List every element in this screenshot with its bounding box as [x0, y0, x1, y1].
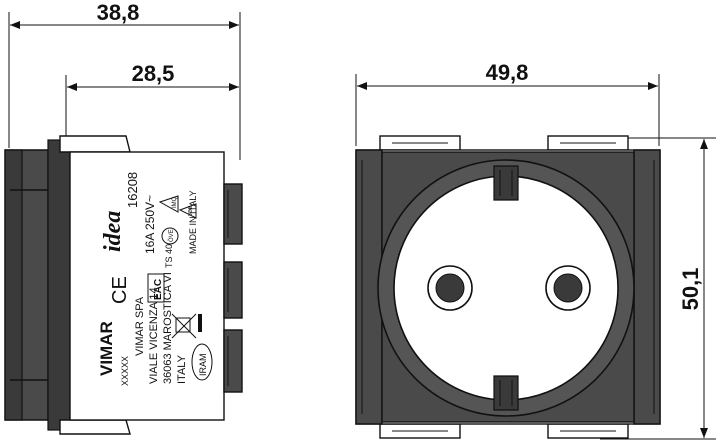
pin-hole-left	[427, 265, 473, 311]
rating-text: 16A 250V~	[143, 195, 157, 254]
eac-mark-box	[147, 273, 165, 303]
ove-mark: ÖVE	[168, 229, 175, 242]
address-line-2: VIALE VICENZA 14	[148, 287, 160, 384]
top-frame-tabs	[379, 135, 629, 151]
made-in-text: MADE IN ITALY	[188, 190, 198, 254]
dimension-overall-depth: 38,8	[8, 0, 241, 160]
address-line-1: VIMAR SPA	[134, 296, 146, 356]
rear-terminal-2	[223, 261, 243, 319]
width-value: 49,8	[486, 60, 529, 85]
address-line-4: ITALY	[176, 354, 188, 384]
side-clip-top	[59, 135, 131, 153]
right-rail	[633, 149, 661, 425]
rear-terminal-1	[223, 183, 243, 245]
series-logo-text: idea	[100, 211, 126, 252]
ce-mark: CE	[109, 276, 131, 304]
eac-mark: EAC	[153, 279, 164, 300]
imq-mark: IMQ	[172, 196, 178, 208]
ove-mark-icon	[161, 227, 179, 245]
side-body	[69, 151, 225, 421]
product-code: 16208	[125, 172, 140, 208]
side-view: VIMAR idea 16208 16A 250V~ TS 40 MADE IN…	[4, 135, 243, 435]
dimension-body-depth: 28,5	[65, 61, 239, 146]
imq-mark-icon	[158, 195, 179, 213]
ts-text: TS 40	[164, 244, 174, 268]
weee-bin-icon	[171, 313, 197, 339]
overall-depth-value: 38,8	[97, 0, 140, 25]
iram-mark: IRAM	[198, 354, 208, 377]
iram-mark-icon	[191, 343, 213, 381]
address-line-3: 36063 MAROSTICA VI	[162, 272, 174, 384]
front-view	[355, 135, 661, 439]
pin-hole-right	[545, 265, 591, 311]
vde-mark: VDE	[188, 205, 194, 216]
earth-contact-bottom	[493, 375, 519, 411]
vde-mark-icon	[178, 203, 197, 219]
side-frame-plate	[47, 139, 71, 431]
brand-text: VIMAR	[97, 321, 116, 376]
date-code-text: XXXXX	[120, 356, 130, 386]
weee-bar	[198, 314, 202, 332]
side-label: VIMAR idea 16208 16A 250V~ TS 40 MADE IN…	[97, 172, 213, 386]
height-value: 50,1	[678, 268, 703, 311]
earth-contact-top	[493, 165, 519, 201]
side-clip-bottom	[59, 419, 131, 435]
rear-terminal-3	[223, 329, 243, 393]
body-depth-value: 28,5	[132, 61, 175, 86]
dimension-width: 49,8	[355, 60, 660, 146]
bottom-frame-tabs	[379, 423, 629, 439]
